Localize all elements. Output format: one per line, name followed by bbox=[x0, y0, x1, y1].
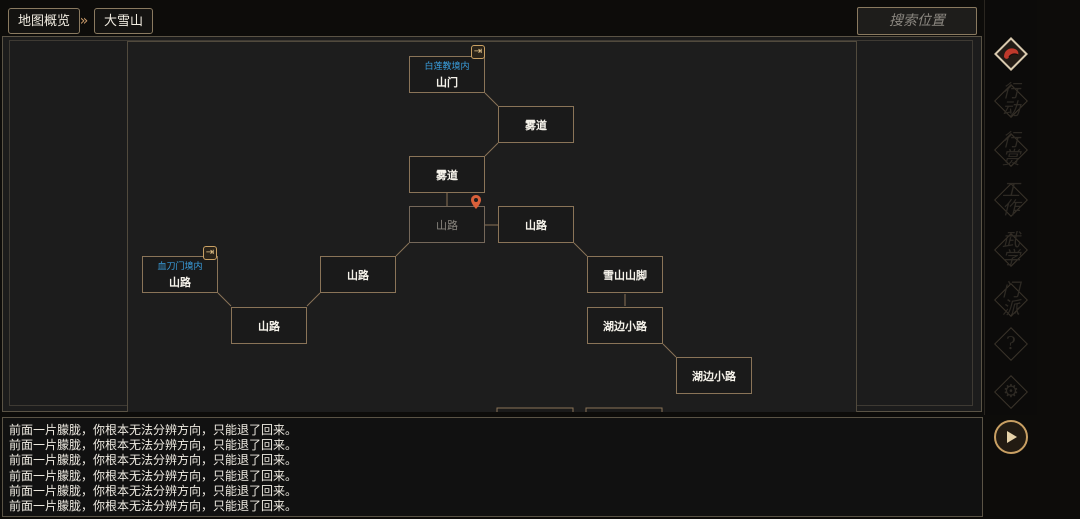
gear-icon: ⚙ bbox=[1002, 381, 1020, 402]
link-shanlu-mid-low bbox=[306, 292, 321, 307]
link-shanlu-right-xueshan bbox=[573, 242, 588, 257]
map-node-wudao[interactable]: 雾道 bbox=[498, 106, 574, 143]
map-node-shanmen[interactable]: 白莲教境内 山门 bbox=[409, 56, 485, 93]
node-name: 雾道 bbox=[436, 168, 458, 182]
message-log[interactable]: 前面一片朦胧，你根本无法分辨方向，只能退了回来。 前面一片朦胧，你根本无法分辨方… bbox=[2, 417, 983, 517]
map-node-current-location[interactable]: 山路 bbox=[409, 206, 485, 243]
node-name: 山路 bbox=[525, 218, 547, 232]
node-name: 雪山山脚 bbox=[603, 268, 647, 282]
play-icon bbox=[1007, 431, 1017, 443]
map-node-shanlu[interactable]: 山路 bbox=[231, 307, 307, 344]
log-line: 前面一片朦胧，你根本无法分辨方向，只能退了回来。 bbox=[9, 423, 298, 437]
link-wudao1-wudao2 bbox=[484, 142, 499, 157]
play-button[interactable] bbox=[994, 420, 1028, 454]
help-icon: ? bbox=[1006, 333, 1016, 354]
sidebar-item-reward[interactable]: 行赏 bbox=[994, 130, 1028, 169]
sidebar-item-label: 门派 bbox=[1002, 280, 1020, 319]
right-sidebar: 行动 行赏 工作 武学 门派 ? ⚙ bbox=[984, 0, 1037, 415]
log-line: 前面一片朦胧，你根本无法分辨方向，只能退了回来。 bbox=[9, 468, 298, 483]
sidebar-item-label: 武学 bbox=[1002, 230, 1020, 269]
log-line: 前面一片朦胧，你根本无法分辨方向，只能退了回来。 bbox=[9, 483, 298, 498]
map-node-shanlu-xuedaomen[interactable]: 血刀门境内 山路 bbox=[142, 256, 218, 293]
link-hubian1-hubian2 bbox=[662, 343, 677, 358]
partial-node-right bbox=[585, 407, 663, 412]
breadcrumb-separator-icon: » bbox=[79, 13, 89, 29]
log-line: 前面一片朦胧，你根本无法分辨方向，只能退了回来。 bbox=[9, 438, 298, 453]
sidebar-item-work[interactable]: 工作 bbox=[994, 180, 1028, 219]
sidebar-item-map[interactable] bbox=[994, 37, 1028, 71]
sidebar-item-label: 行动 bbox=[1002, 81, 1020, 120]
breadcrumb-root[interactable]: 地图概览 bbox=[8, 8, 81, 34]
sidebar-item-action[interactable]: 行动 bbox=[994, 81, 1028, 120]
node-name: 山路 bbox=[436, 218, 458, 232]
link-shanlu-shanlu-mid bbox=[395, 242, 410, 257]
log-line: 前面一片朦胧，你根本无法分辨方向，只能退了回来。 bbox=[9, 499, 298, 514]
map-connections bbox=[217, 92, 677, 412]
sidebar-item-settings[interactable]: ⚙ bbox=[994, 375, 1028, 409]
log-line: 前面一片朦胧，你根本无法分辨方向，只能退了回来。 bbox=[9, 453, 298, 468]
node-name: 山路 bbox=[347, 268, 369, 282]
node-name: 湖边小路 bbox=[603, 319, 647, 333]
map-node-shanlu[interactable]: 山路 bbox=[320, 256, 396, 293]
location-pin-icon bbox=[471, 195, 481, 209]
map-node-shanlu[interactable]: 山路 bbox=[498, 206, 574, 243]
map-emblem-icon bbox=[1004, 48, 1019, 59]
node-name: 山路 bbox=[258, 319, 280, 333]
map-node-hubian-xiaolu[interactable]: 湖边小路 bbox=[587, 307, 663, 344]
node-sect-label: 血刀门境内 bbox=[157, 262, 203, 272]
link-xuedao-low bbox=[217, 292, 232, 307]
node-name: 山门 bbox=[436, 76, 458, 89]
sidebar-item-sect[interactable]: 门派 bbox=[994, 280, 1028, 319]
sidebar-item-label: 工作 bbox=[1002, 180, 1020, 219]
sidebar-item-martial[interactable]: 武学 bbox=[994, 230, 1028, 269]
exit-icon[interactable]: ⇥ bbox=[203, 246, 217, 260]
node-name: 山路 bbox=[169, 276, 191, 289]
map-area[interactable]: 白莲教境内 山门 ⇥ 雾道 雾道 山路 山路 山路 血刀门境内 山路 ⇥ 山路 … bbox=[127, 41, 857, 412]
breadcrumb-current[interactable]: 大雪山 bbox=[94, 8, 154, 34]
sidebar-item-help[interactable]: ? bbox=[994, 327, 1028, 361]
node-sect-label: 白莲教境内 bbox=[424, 62, 470, 72]
map-node-hubian-xiaolu[interactable]: 湖边小路 bbox=[676, 357, 752, 394]
node-name: 湖边小路 bbox=[692, 369, 736, 383]
sidebar-item-label: 行赏 bbox=[1002, 130, 1020, 169]
link-shanmen-wudao1 bbox=[484, 92, 499, 107]
search-input[interactable]: 搜索位置 bbox=[857, 7, 977, 35]
map-node-wudao[interactable]: 雾道 bbox=[409, 156, 485, 193]
map-node-xueshan-shanjiao[interactable]: 雪山山脚 bbox=[587, 256, 663, 293]
node-name: 雾道 bbox=[525, 118, 547, 132]
exit-icon[interactable]: ⇥ bbox=[471, 45, 485, 59]
partial-node-left bbox=[496, 407, 574, 412]
top-bar: 地图概览 » 大雪山 搜索位置 bbox=[0, 0, 984, 40]
